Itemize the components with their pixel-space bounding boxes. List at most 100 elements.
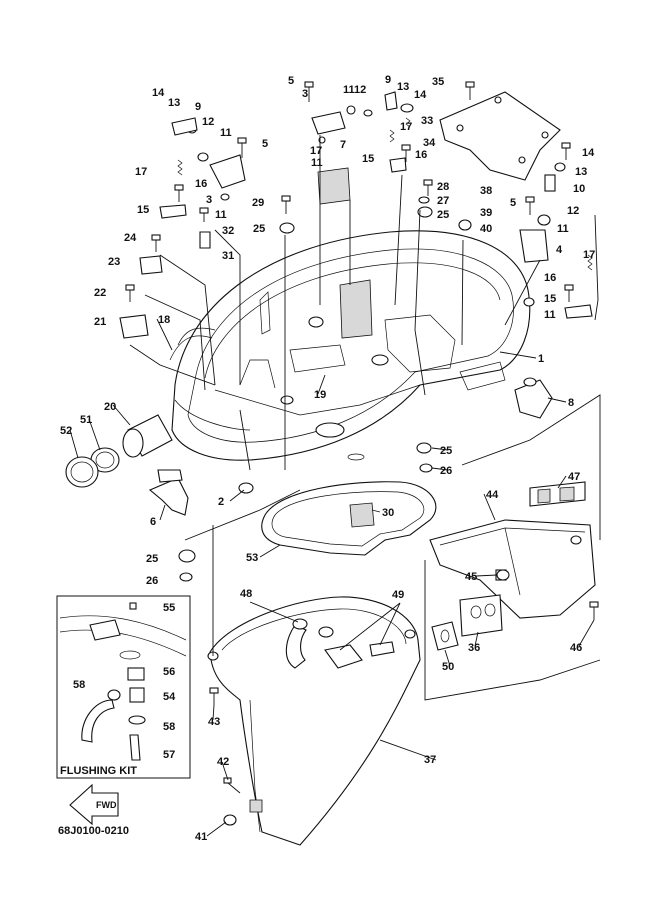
callout-label: 23 [108, 256, 120, 268]
callout-label: 35 [432, 76, 444, 88]
callout-label: 7 [340, 139, 346, 151]
callout-label: 17 [135, 166, 147, 178]
callout-label: 3 [302, 88, 308, 100]
callout-label: 48 [240, 588, 252, 600]
callout-label: 32 [222, 225, 234, 237]
callout-label: 5 [288, 75, 294, 87]
fwd-arrow-icon [69, 783, 119, 826]
part-8 [514, 377, 553, 419]
plate-34 [439, 91, 561, 181]
callout-label: 11 [311, 157, 323, 169]
callout-label: 58 [163, 721, 175, 733]
part-code: 68J0100-0210 [58, 825, 129, 837]
reference-lines [129, 135, 601, 701]
callout-label: 16 [544, 272, 556, 284]
callout-label: 53 [246, 552, 258, 564]
callout-label: 14 [414, 89, 427, 101]
callout-label: 15 [137, 204, 149, 216]
callout-label: 55 [163, 602, 175, 614]
part-36 [459, 594, 503, 637]
callout-label: 20 [104, 401, 116, 413]
part-50 [431, 621, 459, 651]
plate-47 [529, 481, 586, 507]
callout-label: 17 [310, 145, 322, 157]
callout-label: 16 [415, 149, 427, 161]
callout-label: 10 [573, 183, 585, 195]
callout-label: 17 [583, 249, 595, 261]
callout-label: 30 [382, 507, 394, 519]
callout-label: 25 [437, 209, 449, 221]
callout-label: 5 [262, 138, 268, 150]
part-6 [148, 469, 189, 516]
callout-label: 18 [158, 314, 170, 326]
callout-label: 31 [222, 250, 234, 262]
callout-label: 12 [354, 84, 366, 96]
callout-label: 37 [424, 754, 436, 766]
callout-label: 33 [421, 115, 433, 127]
callout-label: 1 [538, 353, 544, 365]
callout-label: 25 [253, 223, 265, 235]
callout-label: 39 [480, 207, 492, 219]
callout-label: 38 [480, 185, 492, 197]
callout-label: 15 [544, 293, 556, 305]
callout-label: 11 [215, 209, 227, 221]
callout-label: 5 [510, 197, 516, 209]
bracket-44 [429, 519, 596, 619]
callout-label: 16 [195, 178, 207, 190]
fwd-label: FWD [96, 800, 117, 810]
callout-label: 42 [217, 756, 229, 768]
seal-53 [261, 481, 437, 556]
callout-label: 21 [94, 316, 106, 328]
callout-label: 29 [252, 197, 264, 209]
callout-label: 44 [486, 489, 499, 501]
callout-label: 58 [73, 679, 85, 691]
callout-label: 11 [343, 84, 355, 96]
callout-label: 54 [163, 691, 176, 703]
callout-label: 41 [195, 831, 207, 843]
callout-label: 9 [385, 74, 391, 86]
callout-label: 11 [557, 223, 569, 235]
callout-label: 45 [465, 571, 477, 583]
hardware-parts [119, 81, 599, 826]
callout-label: 47 [568, 471, 580, 483]
callout-label: 19 [314, 389, 326, 401]
callout-label: 17 [400, 121, 412, 133]
callout-label: 8 [568, 397, 574, 409]
callout-label: 57 [163, 749, 175, 761]
callout-label: 11 [220, 127, 232, 139]
callout-label: 40 [480, 223, 492, 235]
callout-label: 25 [146, 553, 158, 565]
callout-label: 15 [362, 153, 374, 165]
callout-label: 24 [124, 232, 137, 244]
bottom-cowling [171, 230, 531, 461]
callout-label: 22 [94, 287, 106, 299]
leader-lines [69, 318, 595, 837]
callout-label: 27 [437, 195, 449, 207]
callout-labels: 1 2 3 3 4 5 5 5 6 7 8 9 9 10 11 11 11 11… [60, 74, 595, 843]
callout-label: 14 [152, 87, 165, 99]
callout-label: 13 [575, 166, 587, 178]
flushing-kit-inset [56, 595, 191, 779]
apron-37 [207, 596, 421, 846]
callout-label: 26 [440, 465, 452, 477]
callout-label: 49 [392, 589, 404, 601]
callout-label: 51 [80, 414, 92, 426]
callout-label: 52 [60, 425, 72, 437]
callout-label: 13 [397, 81, 409, 93]
callout-label: 50 [442, 661, 454, 673]
callout-label: 25 [440, 445, 452, 457]
nozzle-20-51-52 [65, 414, 173, 488]
callout-label: 26 [146, 575, 158, 587]
callout-label: 28 [437, 181, 449, 193]
callout-label: 12 [567, 205, 579, 217]
callout-label: 3 [206, 194, 212, 206]
callout-label: 56 [163, 666, 175, 678]
callout-label: 9 [195, 101, 201, 113]
flushing-kit-title: FLUSHING KIT [60, 765, 137, 777]
callout-label: 4 [556, 244, 563, 256]
callout-label: 36 [468, 642, 480, 654]
callout-label: 6 [150, 516, 156, 528]
callout-label: 2 [218, 496, 224, 508]
callout-label: 11 [544, 309, 556, 321]
